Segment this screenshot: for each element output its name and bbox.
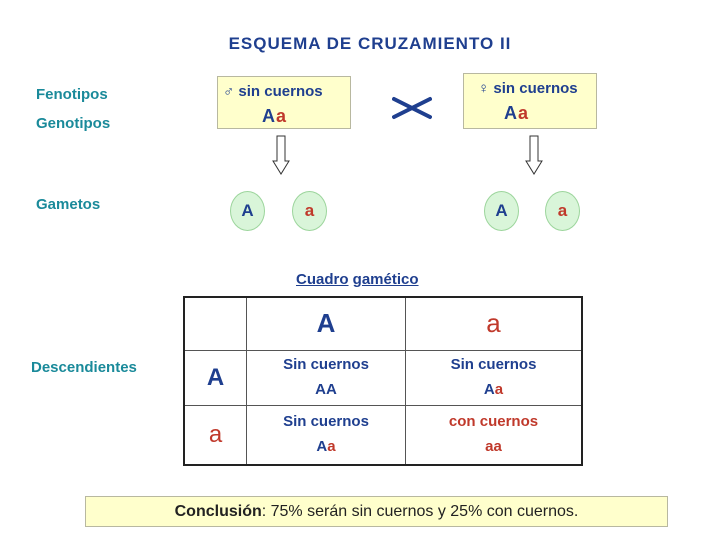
offspring-genotype: AA	[247, 379, 405, 401]
female-parent-box: ♀ sin cuernos Aa	[463, 73, 597, 129]
offspring-cell-aa: con cuernos aa	[405, 404, 583, 466]
male-phenotype: ♂ sin cuernos	[223, 83, 323, 100]
offspring-phenotype: Sin cuernos	[283, 412, 369, 430]
female-allele-1: A	[504, 103, 518, 123]
page-title: ESQUEMA DE CRUZAMIENTO II	[228, 34, 512, 53]
offspring-phenotype: Sin cuernos	[283, 355, 369, 373]
female-allele-2: a	[518, 103, 530, 123]
offspring-genotype: Aa	[406, 379, 581, 401]
female-gamete-a: a	[545, 191, 580, 231]
offspring-cell-aA: Sin cuernos Aa	[246, 404, 406, 466]
male-allele-2: a	[276, 106, 288, 126]
label-descendientes: Descendientes	[31, 359, 137, 376]
female-gamete-A: A	[484, 191, 519, 231]
cross-sign-icon	[392, 97, 432, 119]
offspring-cell-Aa: Sin cuernos Aa	[405, 349, 583, 406]
male-genotype: Aa	[262, 106, 287, 127]
allele: A	[326, 380, 337, 398]
label-fenotipos: Fenotipos	[36, 86, 108, 103]
male-down-arrow-icon	[272, 135, 290, 175]
female-genotype: Aa	[504, 103, 529, 124]
conclusion-box: Conclusión: 75% serán sin cuernos y 25% …	[85, 496, 668, 527]
punnett-square: A a A Sin cuernos AA Sin cuernos Aa a Si…	[183, 296, 583, 466]
offspring-phenotype: Sin cuernos	[450, 355, 537, 373]
female-phenotype: ♀ sin cuernos	[478, 80, 578, 97]
offspring-phenotype: con cuernos	[448, 412, 539, 430]
male-allele-1: A	[262, 106, 276, 126]
allele: a	[327, 437, 336, 455]
col-header-A: A	[246, 296, 406, 351]
table-title-word-2: gamético	[352, 271, 419, 288]
offspring-cell-AA: Sin cuernos AA	[246, 349, 406, 406]
male-gamete-a: a	[292, 191, 327, 231]
allele: a	[485, 437, 494, 455]
male-gamete-A: A	[230, 191, 265, 231]
table-title-word-1: Cuadro	[296, 271, 349, 288]
offspring-genotype: Aa	[247, 436, 405, 458]
conclusion-text: : 75% serán sin cuernos y 25% con cuerno…	[261, 502, 579, 520]
male-parent-box: ♂ sin cuernos Aa	[217, 76, 351, 129]
label-genotipos: Genotipos	[36, 115, 111, 132]
label-gametos: Gametos	[36, 196, 101, 213]
conclusion-label: Conclusión	[174, 502, 262, 520]
col-header-a: a	[405, 296, 583, 351]
allele: a	[493, 437, 502, 455]
allele: A	[316, 437, 328, 455]
table-title: Cuadro gamético	[296, 271, 419, 288]
female-down-arrow-icon	[525, 135, 543, 175]
allele: A	[315, 380, 326, 398]
row-header-a: a	[183, 404, 247, 466]
offspring-genotype: aa	[406, 436, 581, 458]
allele: A	[483, 380, 495, 398]
corner-cell	[183, 296, 247, 351]
row-header-A: A	[183, 349, 247, 406]
allele: a	[494, 380, 504, 398]
